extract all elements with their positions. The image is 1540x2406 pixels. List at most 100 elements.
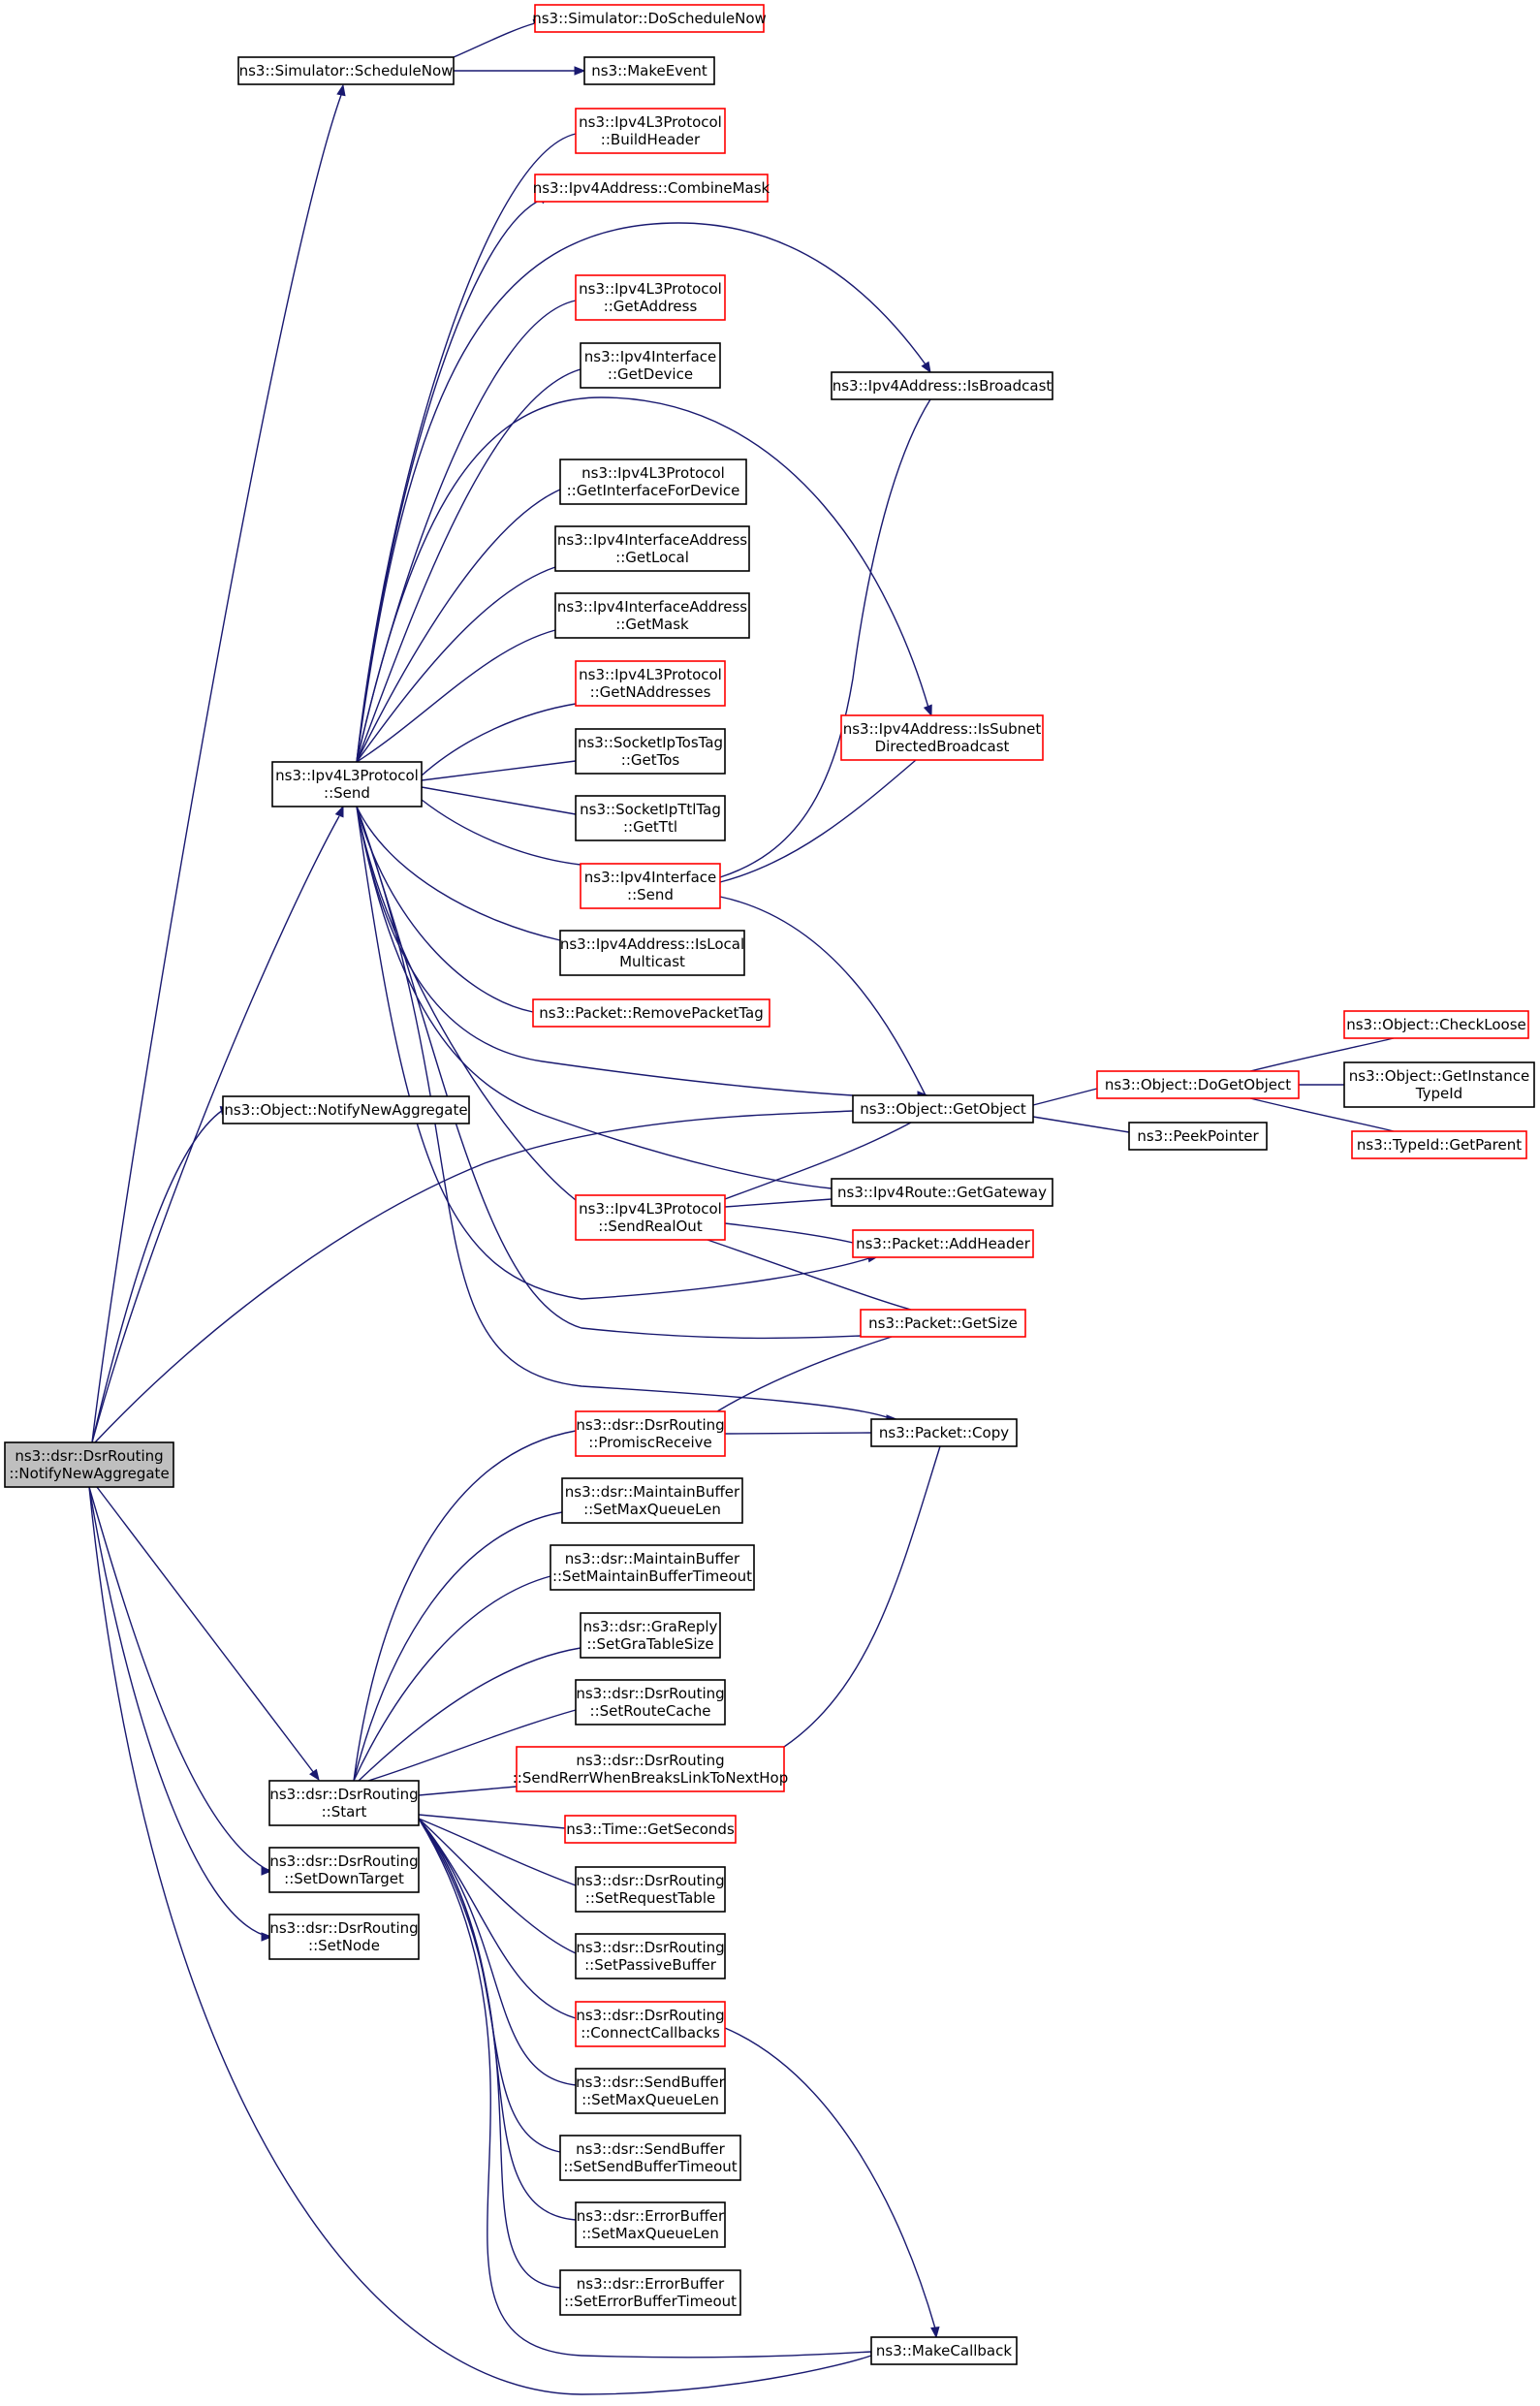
node-start[interactable]: ns3::dsr::DsrRouting::Start	[268, 1780, 420, 1826]
node-gettos[interactable]: ns3::SocketIpTosTag::GetTos	[575, 728, 726, 775]
node-sbmaxq[interactable]: ns3::dsr::SendBuffer::SetMaxQueueLen	[575, 2068, 726, 2114]
node-box[interactable]	[268, 1914, 420, 1960]
node-box[interactable]	[831, 1178, 1053, 1207]
node-mbmaxq[interactable]: ns3::dsr::MaintainBuffer::SetMaxQueueLen	[561, 1477, 743, 1524]
node-setnode[interactable]: ns3::dsr::DsrRouting::SetNode	[268, 1914, 420, 1960]
node-getparent[interactable]: ns3::TypeId::GetParent	[1351, 1130, 1527, 1159]
node-issubnet[interactable]: ns3::Ipv4Address::IsSubnetDirectedBroadc…	[840, 714, 1044, 761]
node-box[interactable]	[575, 2001, 726, 2047]
node-box[interactable]	[580, 863, 721, 909]
node-box[interactable]	[831, 371, 1053, 400]
node-box[interactable]	[4, 1441, 174, 1488]
node-sched[interactable]: ns3::Simulator::ScheduleNow	[237, 56, 455, 85]
node-box[interactable]	[554, 525, 750, 572]
node-box[interactable]	[575, 1194, 726, 1241]
node-box[interactable]	[575, 1933, 726, 1979]
node-dosched[interactable]: ns3::Simulator::DoScheduleNow	[532, 4, 767, 33]
node-getlocal[interactable]: ns3::Ipv4InterfaceAddress::GetLocal	[554, 525, 750, 572]
node-box[interactable]	[237, 56, 455, 85]
node-box[interactable]	[559, 459, 747, 505]
node-box[interactable]	[580, 1612, 721, 1659]
node-setroutecache[interactable]: ns3::dsr::DsrRouting::SetRouteCache	[575, 1679, 726, 1725]
node-box[interactable]	[534, 174, 769, 203]
node-getttl[interactable]: ns3::SocketIpTtlTag::GetTtl	[575, 795, 726, 841]
node-box[interactable]	[1128, 1122, 1268, 1151]
node-dogetobject[interactable]: ns3::Object::DoGetObject	[1096, 1070, 1300, 1099]
node-box[interactable]	[559, 2135, 741, 2181]
node-box[interactable]	[1096, 1070, 1300, 1099]
node-box[interactable]	[852, 1094, 1034, 1124]
node-l3send[interactable]: ns3::Ipv4L3Protocol::Send	[271, 761, 423, 807]
node-promisc[interactable]: ns3::dsr::DsrRouting::PromiscReceive	[575, 1410, 726, 1457]
node-getaddress[interactable]: ns3::Ipv4L3Protocol::GetAddress	[575, 274, 726, 321]
node-addheader[interactable]: ns3::Packet::AddHeader	[852, 1229, 1034, 1258]
node-box[interactable]	[852, 1229, 1034, 1258]
node-box[interactable]	[268, 1847, 420, 1893]
node-box[interactable]	[516, 1746, 785, 1792]
node-box[interactable]	[534, 4, 765, 33]
node-getdevice[interactable]: ns3::Ipv4Interface::GetDevice	[580, 342, 721, 389]
node-getgateway[interactable]: ns3::Ipv4Route::GetGateway	[831, 1178, 1053, 1207]
node-box[interactable]	[860, 1309, 1026, 1338]
node-rerr[interactable]: ns3::dsr::DsrRouting::SendRerrWhenBreaks…	[513, 1746, 789, 1792]
node-buildheader[interactable]: ns3::Ipv4L3Protocol::BuildHeader	[575, 108, 726, 154]
node-sendrealout[interactable]: ns3::Ipv4L3Protocol::SendRealOut	[575, 1194, 726, 1241]
node-mbtimeout[interactable]: ns3::dsr::MaintainBuffer::SetMaintainBuf…	[550, 1544, 755, 1591]
node-box[interactable]	[575, 1866, 726, 1913]
node-setpassive[interactable]: ns3::dsr::DsrRouting::SetPassiveBuffer	[575, 1933, 726, 1979]
node-removetag[interactable]: ns3::Packet::RemovePacketTag	[532, 998, 770, 1028]
node-box[interactable]	[583, 56, 715, 85]
node-makecallback[interactable]: ns3::MakeCallback	[870, 2336, 1018, 2365]
node-box[interactable]	[268, 1780, 420, 1826]
node-makeevent[interactable]: ns3::MakeEvent	[583, 56, 715, 85]
node-ebtimeout[interactable]: ns3::dsr::ErrorBuffer::SetErrorBufferTim…	[559, 2269, 741, 2316]
node-ebmaxq[interactable]: ns3::dsr::ErrorBuffer::SetMaxQueueLen	[575, 2201, 726, 2248]
node-box[interactable]	[575, 660, 726, 707]
node-peekpointer[interactable]: ns3::PeekPointer	[1128, 1122, 1268, 1151]
node-box[interactable]	[575, 728, 726, 775]
node-isbroadcast[interactable]: ns3::Ipv4Address::IsBroadcast	[831, 371, 1053, 400]
node-getseconds[interactable]: ns3::Time::GetSeconds	[564, 1815, 737, 1844]
node-notifyobj[interactable]: ns3::Object::NotifyNewAggregate	[222, 1095, 470, 1124]
node-box[interactable]	[1343, 1061, 1535, 1108]
node-box[interactable]	[554, 592, 750, 639]
node-gratable[interactable]: ns3::dsr::GraReply::SetGraTableSize	[580, 1612, 721, 1659]
node-setreqtable[interactable]: ns3::dsr::DsrRouting::SetRequestTable	[575, 1866, 726, 1913]
node-ifsend[interactable]: ns3::Ipv4Interface::Send	[580, 863, 721, 909]
node-sbtimeout[interactable]: ns3::dsr::SendBuffer::SetSendBufferTimeo…	[559, 2135, 741, 2181]
node-getmask[interactable]: ns3::Ipv4InterfaceAddress::GetMask	[554, 592, 750, 639]
node-connectcb[interactable]: ns3::dsr::DsrRouting::ConnectCallbacks	[575, 2001, 726, 2047]
node-getiffordev[interactable]: ns3::Ipv4L3Protocol::GetInterfaceForDevi…	[559, 459, 747, 505]
node-combinemask[interactable]: ns3::Ipv4Address::CombineMask	[533, 174, 770, 203]
node-getsize[interactable]: ns3::Packet::GetSize	[860, 1309, 1026, 1338]
node-box[interactable]	[564, 1815, 737, 1844]
node-box[interactable]	[561, 1477, 743, 1524]
node-box[interactable]	[575, 1679, 726, 1725]
node-box[interactable]	[575, 2068, 726, 2114]
node-box[interactable]	[559, 2269, 741, 2316]
node-box[interactable]	[575, 1410, 726, 1457]
node-box[interactable]	[575, 274, 726, 321]
node-getnaddr[interactable]: ns3::Ipv4L3Protocol::GetNAddresses	[575, 660, 726, 707]
node-box[interactable]	[575, 795, 726, 841]
node-box[interactable]	[532, 998, 770, 1028]
node-box[interactable]	[840, 714, 1044, 761]
node-box[interactable]	[271, 761, 423, 807]
node-box[interactable]	[870, 1418, 1018, 1447]
node-box[interactable]	[222, 1095, 470, 1124]
node-root[interactable]: ns3::dsr::DsrRouting::NotifyNewAggregate	[4, 1441, 174, 1488]
node-box[interactable]	[559, 930, 745, 976]
node-copy[interactable]: ns3::Packet::Copy	[870, 1418, 1018, 1447]
node-box[interactable]	[550, 1544, 755, 1591]
node-getobject[interactable]: ns3::Object::GetObject	[852, 1094, 1034, 1124]
node-setdown[interactable]: ns3::dsr::DsrRouting::SetDownTarget	[268, 1847, 420, 1893]
node-box[interactable]	[575, 108, 726, 154]
node-box[interactable]	[575, 2201, 726, 2248]
node-box[interactable]	[580, 342, 721, 389]
node-box[interactable]	[870, 2336, 1018, 2365]
node-box[interactable]	[1351, 1130, 1527, 1159]
node-checkloose[interactable]: ns3::Object::CheckLoose	[1343, 1010, 1529, 1039]
node-box[interactable]	[1343, 1010, 1529, 1039]
